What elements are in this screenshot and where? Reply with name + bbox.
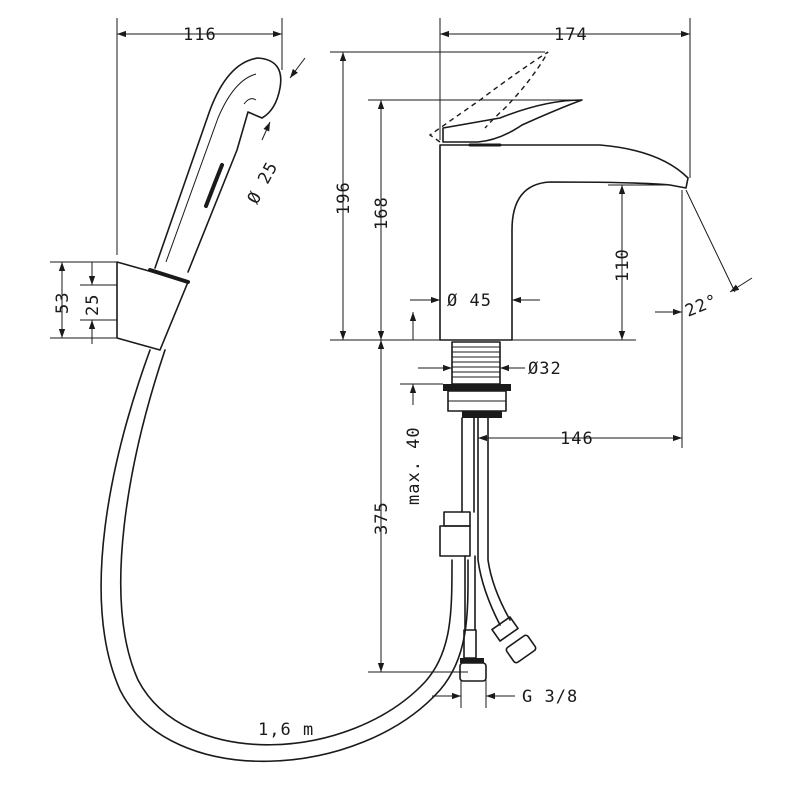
dim-max-deck: max. 40	[404, 426, 424, 505]
hand-shower	[154, 57, 282, 273]
dim-hose-length: 375	[372, 501, 392, 535]
dim-handshower-diameter: Ø 25	[244, 158, 283, 207]
dim-holder-height: 53	[53, 292, 73, 314]
supply-hoses	[439, 417, 537, 682]
shower-holder	[116, 261, 190, 351]
basin-mixer	[428, 51, 689, 418]
shank-thread	[452, 346, 500, 378]
dim-spout-angle: 22°	[682, 290, 721, 321]
dim-holder-inner: 25	[83, 294, 103, 316]
dim-shower-width: 116	[183, 25, 217, 45]
dim-height-lever: 168	[372, 196, 392, 230]
dim-spout-projection: 146	[560, 429, 594, 449]
dim-thread: G 3/8	[522, 687, 578, 707]
shower-hose	[100, 349, 469, 763]
dim-shower-hose-length: 1,6 m	[258, 720, 314, 740]
dim-shank-diameter: Ø32	[528, 359, 562, 379]
dim-body-diameter: Ø 45	[447, 291, 492, 311]
dimension-lines	[50, 18, 753, 708]
dim-height-total: 196	[334, 181, 354, 215]
dim-spout-reach: 174	[554, 25, 588, 45]
dim-spout-height: 110	[613, 248, 633, 282]
